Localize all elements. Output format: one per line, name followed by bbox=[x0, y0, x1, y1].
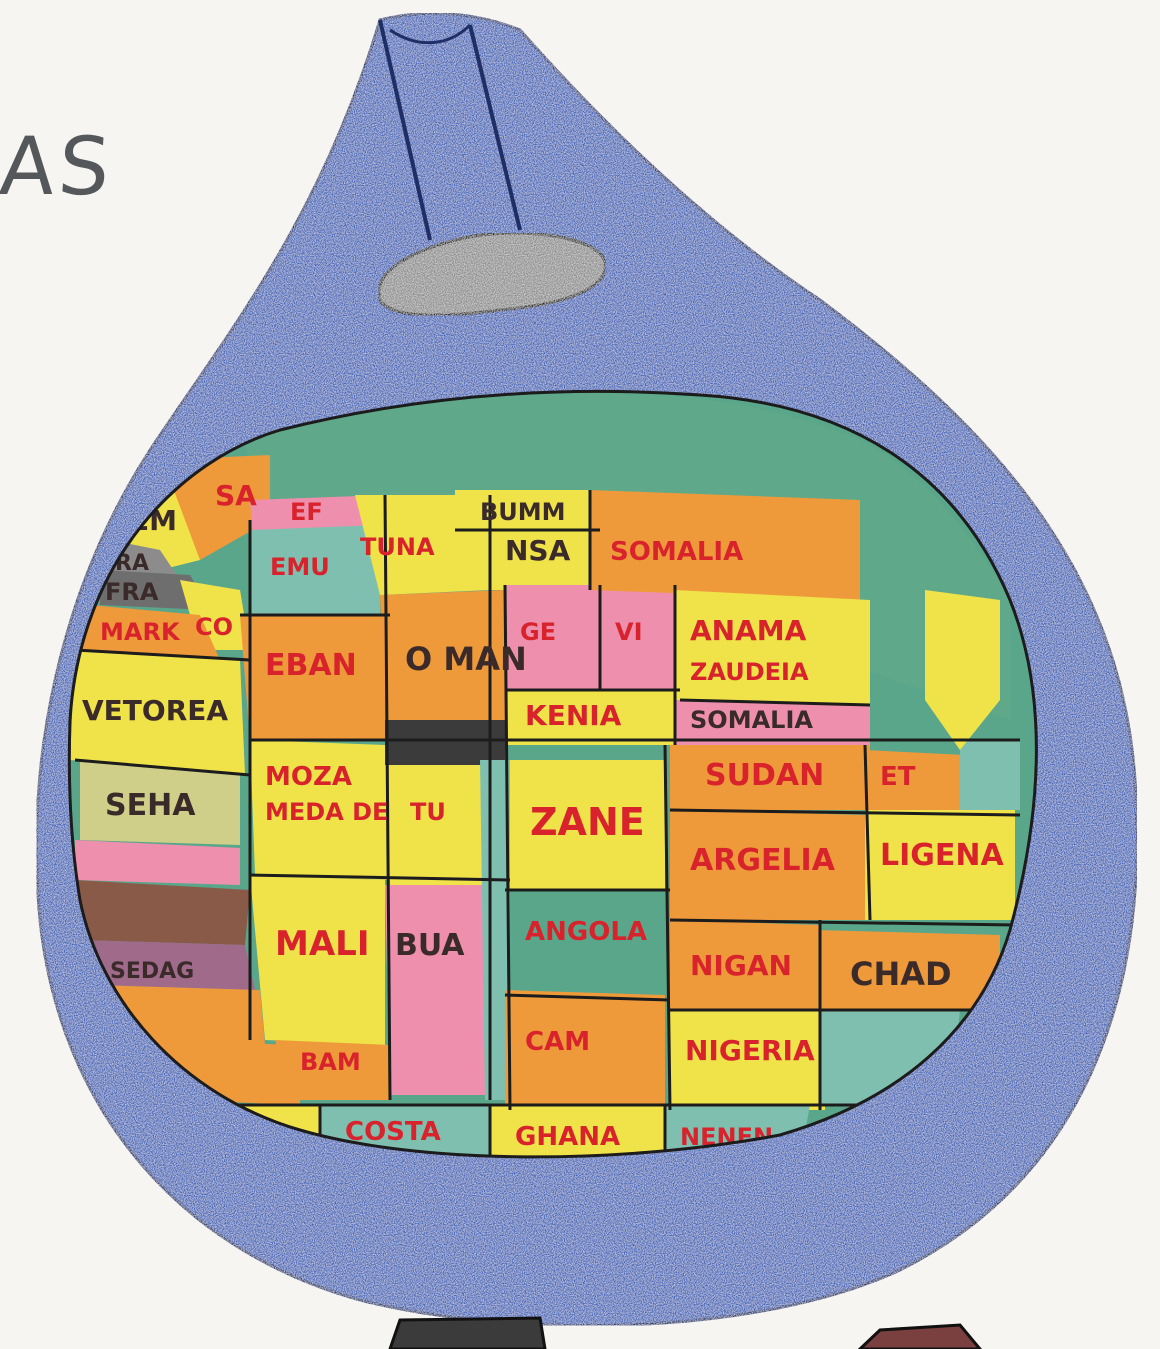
label-somalia-top: SOMALIA bbox=[610, 537, 743, 567]
region-anama bbox=[675, 590, 870, 705]
region-sedag bbox=[80, 940, 255, 990]
bottom-stub-left bbox=[388, 1316, 547, 1349]
label-somalia: SOMALIA bbox=[690, 706, 813, 734]
region-teal-right bbox=[960, 740, 1020, 810]
region-nigeria-top bbox=[670, 920, 820, 1010]
region-seha bbox=[80, 760, 240, 845]
region-brown bbox=[75, 880, 250, 945]
region-cam bbox=[505, 990, 665, 1110]
label-nsa: NSA bbox=[505, 534, 571, 567]
label-argelia: ARGELIA bbox=[690, 843, 836, 878]
label-tu: TU bbox=[410, 798, 446, 826]
region-zane bbox=[510, 760, 665, 890]
label-sedag: SEDAG bbox=[110, 959, 194, 984]
region-moza bbox=[250, 740, 390, 880]
label-et: ET bbox=[880, 762, 916, 792]
region-ra bbox=[110, 540, 180, 580]
pole-ring bbox=[389, 23, 472, 45]
label-tuna: TUNA bbox=[360, 533, 435, 561]
region-mali bbox=[250, 875, 385, 1045]
label-moza: MOZA bbox=[265, 762, 352, 792]
region-gei bbox=[505, 585, 605, 695]
region-argelia bbox=[670, 810, 865, 920]
label-fra: FRA bbox=[105, 578, 159, 606]
region-sudan bbox=[670, 745, 870, 810]
region-chad bbox=[815, 930, 1000, 1010]
border-lines bbox=[74, 490, 1021, 1157]
label-medade: MEDA DE bbox=[265, 798, 388, 826]
label-vi: VI bbox=[615, 618, 643, 646]
region-et bbox=[865, 750, 965, 810]
label-oman: O MAN bbox=[405, 640, 527, 678]
region-mark bbox=[80, 605, 220, 660]
land-outline bbox=[67, 389, 1038, 1159]
region-kenia bbox=[505, 690, 675, 745]
label-angola: ANGOLA bbox=[525, 917, 647, 947]
bottom-stub-right bbox=[857, 1323, 982, 1349]
label-vetorea: VETOREA bbox=[82, 694, 228, 727]
region-fra bbox=[100, 570, 210, 610]
label-eban: EBAN bbox=[265, 648, 357, 683]
label-bam: BAM bbox=[300, 1048, 361, 1076]
label-seha: SEHA bbox=[105, 788, 196, 823]
label-kenia: KENIA bbox=[525, 699, 622, 732]
label-nigeria-top: NIGAN bbox=[690, 949, 792, 982]
label-chad: CHAD bbox=[850, 955, 952, 993]
label-ligena: LIGENA bbox=[880, 838, 1005, 873]
region-vetorea bbox=[70, 650, 245, 775]
region-bua bbox=[385, 885, 490, 1095]
label-costa: COSTA bbox=[345, 1117, 441, 1147]
label-emu: EMU bbox=[270, 553, 330, 581]
label-co: CO bbox=[195, 613, 233, 641]
region-emu bbox=[250, 525, 380, 615]
region-yellow-right bbox=[925, 590, 1000, 750]
label-ghana: GHANA bbox=[515, 1122, 620, 1152]
label-cam: CAM bbox=[525, 1027, 590, 1057]
region-tu bbox=[385, 765, 505, 885]
label-zane: ZANE bbox=[530, 800, 645, 844]
region-angola bbox=[510, 890, 660, 990]
label-sa: SA bbox=[215, 479, 257, 512]
region-somalia bbox=[675, 700, 870, 745]
label-nigeria: NIGERIA bbox=[685, 1034, 815, 1067]
region-ligena bbox=[865, 810, 1015, 920]
region-vi bbox=[600, 585, 675, 690]
region-pink-left bbox=[75, 840, 240, 885]
region-oman bbox=[380, 590, 505, 720]
pole-stroke bbox=[378, 19, 522, 241]
gray-cloud bbox=[377, 231, 607, 317]
region-bam bbox=[275, 1040, 390, 1100]
label-bua: BUA bbox=[395, 928, 465, 963]
region-dark-band bbox=[385, 720, 505, 765]
label-sudan: SUDAN bbox=[705, 758, 824, 793]
label-anama: ANAMA bbox=[690, 614, 807, 647]
region-eban bbox=[240, 615, 385, 740]
label-zaudeia: ZAUDEIA bbox=[690, 658, 809, 686]
label-mark: MARK bbox=[100, 618, 181, 646]
region-nigeria bbox=[670, 1010, 825, 1110]
label-ef: EF bbox=[290, 498, 323, 526]
region-ghana bbox=[490, 1105, 665, 1157]
label-gei: GE bbox=[520, 618, 556, 646]
label-buma: BUMM bbox=[480, 498, 566, 526]
region-nsa bbox=[490, 525, 600, 590]
region-somalia-top bbox=[590, 490, 860, 600]
label-mali: MALI bbox=[275, 924, 369, 964]
